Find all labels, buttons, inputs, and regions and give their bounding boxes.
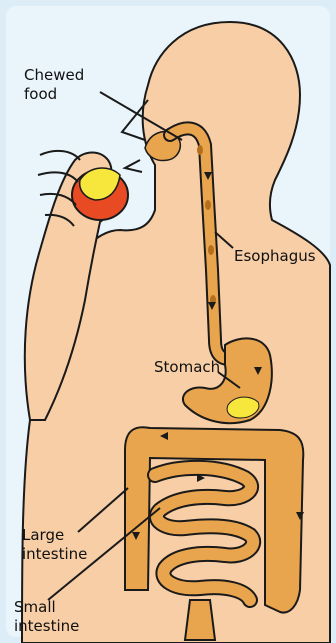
mouth-shape [125, 160, 142, 172]
label-esophagus: Esophagus [234, 247, 316, 266]
label-small-intestine: Small intestine [14, 598, 79, 636]
rectum-shape [185, 600, 215, 640]
label-stomach: Stomach [154, 358, 220, 377]
label-chewed-food: Chewed food [24, 66, 84, 104]
label-large-intestine: Large intestine [22, 526, 87, 564]
